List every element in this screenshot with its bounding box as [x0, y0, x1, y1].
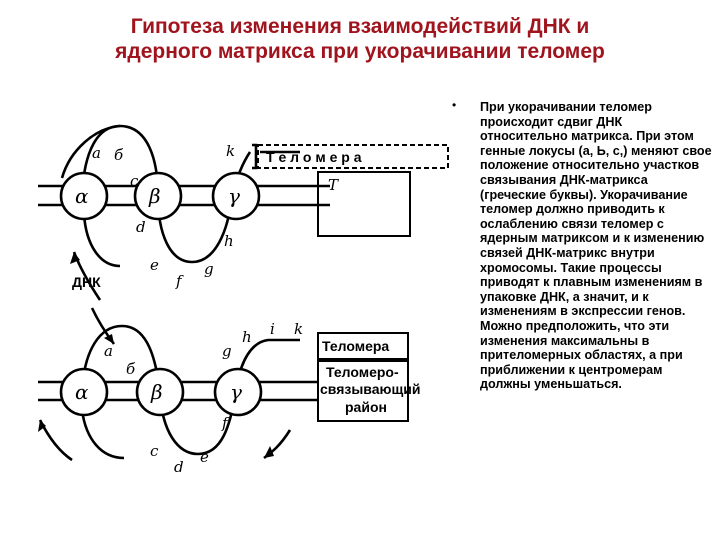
top-telomere-bracket [252, 143, 258, 170]
top-letter-g: g [204, 260, 214, 278]
top-gamma-bead [211, 171, 261, 221]
bottom-alpha-label: α [75, 380, 89, 404]
bottom-dna-loop-3 [80, 409, 125, 460]
arrowhead-3 [264, 446, 274, 458]
explanation-text: При укорачивании теломер происходит сдви… [480, 100, 712, 392]
bottom-letter-g: g [222, 342, 232, 360]
top-letter-e: e [150, 256, 159, 274]
top-dna-loop-4 [82, 213, 121, 268]
bottom-letter-d: d [174, 458, 184, 476]
bottom-beta-label: β [150, 380, 163, 404]
top-letter-a: a [92, 144, 101, 162]
bottom-binding-line-3: район [345, 399, 387, 415]
title-line-1: Гипотеза изменения взаимодействий ДНК и [130, 15, 590, 38]
top-telomere-label: Т е л о м е р а [266, 149, 362, 165]
top-alpha-bead [59, 171, 109, 221]
bottom-telomere-box [317, 332, 409, 360]
bullet-marker: • [452, 98, 457, 112]
bottom-beta-bead [135, 367, 185, 417]
top-binding-region [317, 171, 411, 237]
bottom-letter-f: f [221, 414, 230, 432]
top-alpha-label: α [75, 184, 89, 208]
top-beta-bead [133, 171, 183, 221]
arrowhead-2 [104, 334, 114, 344]
top-letter-c: c [130, 172, 139, 190]
bottom-telomere-label: Теломера [322, 338, 389, 354]
top-beta-label: β [148, 184, 161, 208]
dna-label: ДНК [72, 274, 101, 290]
top-dna-loop-3 [60, 124, 121, 179]
title-line-2: ядерного матрикса при укорачивании телом… [115, 40, 605, 63]
bottom-binding-box [317, 360, 409, 422]
top-letter-f: f [175, 272, 184, 290]
bottom-letter-e: e [200, 448, 209, 466]
bottom-gamma-label: γ [230, 380, 242, 404]
bottom-alpha-bead [59, 367, 109, 417]
bottom-letter-c: c [150, 442, 159, 460]
top-letter-h: h [224, 232, 234, 250]
top-letter-d: d [136, 218, 146, 236]
bottom-letter-k: k [294, 320, 303, 338]
arrowhead-1 [70, 252, 80, 264]
top-telomere-box [257, 144, 449, 169]
slide-title: Гипотеза изменения взаимодействий ДНК и … [40, 14, 680, 64]
bottom-letter-h: h [242, 328, 252, 346]
top-gamma-label: γ [228, 184, 240, 208]
bottom-gamma-bead [213, 367, 263, 417]
top-t-label: T [328, 176, 339, 194]
bottom-letter-a: a [104, 342, 113, 360]
top-letter-k: k [226, 142, 235, 160]
top-letter-b: б [114, 146, 124, 164]
arrowhead-4 [38, 420, 46, 432]
bottom-binding-line-2: связывающий [320, 381, 420, 397]
bottom-letter-i: i [270, 320, 275, 338]
bottom-binding-line-1: Теломеро- [326, 364, 399, 380]
bottom-letter-b: б [126, 360, 136, 378]
